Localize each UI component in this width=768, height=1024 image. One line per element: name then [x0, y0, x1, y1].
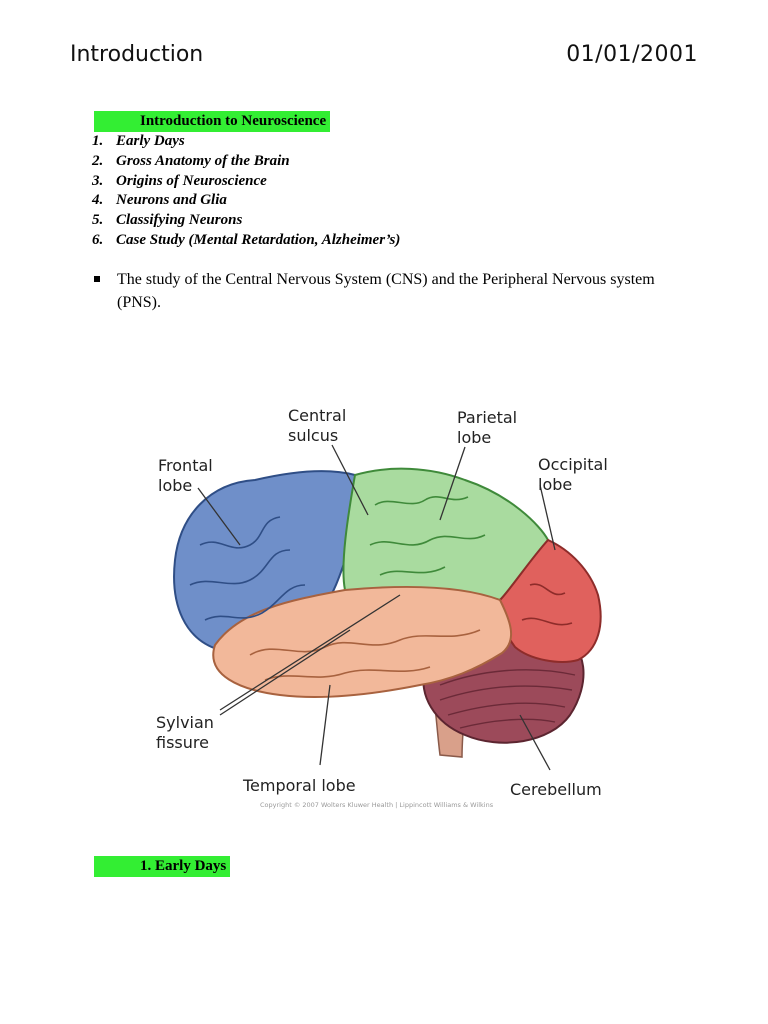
toc-item: 5.Classifying Neurons	[92, 212, 243, 229]
bullet-point: The study of the Central Nervous System …	[94, 268, 694, 314]
toc-item: 4.Neurons and Glia	[92, 192, 227, 209]
toc-item-label: Gross Anatomy of the Brain	[116, 152, 290, 169]
cerebellum-label: Cerebellum	[510, 780, 602, 799]
toc-heading: Introduction to Neuroscience	[94, 111, 331, 132]
toc-item-label: Classifying Neurons	[116, 212, 243, 229]
square-bullet-icon	[94, 276, 100, 282]
toc-item: 3.Origins of Neuroscience	[92, 172, 267, 189]
central-sulcus-label: Central	[288, 406, 346, 425]
toc-item-label: Case Study (Mental Retardation, Alzheime…	[116, 231, 401, 248]
copyright-note: Copyright © 2007 Wolters Kluwer Health |…	[260, 801, 494, 809]
page-date: 01/01/2001	[566, 42, 698, 67]
toc-list: 1.Early Days 2.Gross Anatomy of the Brai…	[92, 132, 400, 251]
parietal-lobe-label: Parietal	[457, 408, 517, 427]
toc-item: 6.Case Study (Mental Retardation, Alzhei…	[92, 231, 401, 248]
parietal-lobe-label: lobe	[457, 428, 491, 447]
occipital-lobe-label: lobe	[538, 475, 572, 494]
frontal-lobe-label: lobe	[158, 476, 192, 495]
occipital-lobe-label: Occipital	[538, 455, 608, 474]
toc-item-label: Origins of Neuroscience	[116, 172, 267, 189]
toc-item: 1.Early Days	[92, 133, 185, 149]
brain-diagram: Frontal lobe Central sulcus Parietal lob…	[90, 385, 690, 815]
toc-item-label: Neurons and Glia	[116, 192, 227, 209]
frontal-lobe-label: Frontal	[158, 456, 213, 475]
sylvian-fissure-label: fissure	[156, 733, 209, 752]
central-sulcus-label: sulcus	[288, 426, 338, 445]
page-title: Introduction	[70, 42, 204, 67]
section-heading: 1. Early Days	[94, 856, 231, 877]
bullet-text: The study of the Central Nervous System …	[117, 271, 655, 311]
occipital-lobe-region	[498, 538, 602, 663]
temporal-lobe-region	[212, 586, 513, 698]
sylvian-fissure-label: Sylvian	[156, 713, 214, 732]
temporal-lobe-label: Temporal lobe	[242, 776, 356, 795]
toc-item: 2.Gross Anatomy of the Brain	[92, 152, 290, 169]
toc-item-label: Early Days	[116, 133, 185, 149]
